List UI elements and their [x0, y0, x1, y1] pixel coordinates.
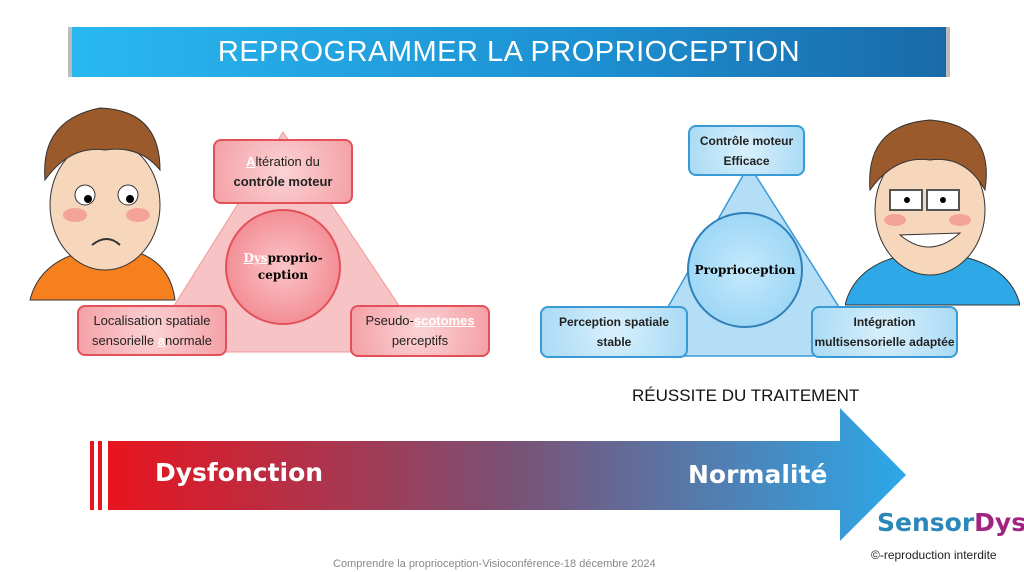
arrow-right-label: Normalité: [688, 460, 828, 489]
footer: Comprendre la proprioception-Visioconfér…: [333, 558, 656, 570]
title-banner: REPROGRAMMER LA PROPRIOCEPTION: [72, 27, 946, 77]
arrow-left-label: Dysfonction: [155, 458, 324, 487]
center-label: Proprioception: [694, 262, 796, 277]
logo-part2: Dys: [974, 508, 1024, 537]
logo-part1: Sensor: [877, 508, 975, 537]
box-line1: Contrôle moteur: [699, 133, 794, 148]
box-line2: stable: [596, 335, 632, 349]
dysproprioception-circle: Dysproprio-ception: [225, 209, 341, 325]
hl-letter: A: [246, 153, 256, 169]
page-title: REPROGRAMMER LA PROPRIOCEPTION: [217, 35, 801, 68]
center-line2: ception: [257, 268, 309, 282]
box-alteration-controle: Altération du contrôle moteur: [213, 139, 353, 204]
sensordys-logo: SensorDys: [877, 508, 1024, 537]
box-perception-stable: Perception spatiale stable: [540, 306, 688, 358]
happy-boy-illustration: [845, 119, 1020, 306]
box-line1: ltération du: [255, 153, 320, 169]
center-line1: proprio-: [267, 251, 323, 265]
hl-letter: a: [157, 332, 166, 348]
box-pseudo-scotomes: Pseudo-scotomes perceptifs: [350, 305, 490, 357]
dys-highlight: Dys: [243, 251, 268, 265]
sad-boy-illustration: [29, 107, 176, 301]
box-line2-post: normale: [165, 332, 212, 348]
box-integration: Intégration multisensorielle adaptée: [811, 306, 958, 358]
box-line1: Perception spatiale: [558, 315, 670, 329]
box-line2: Efficace: [723, 153, 770, 168]
copyright: ©-reproduction interdite: [871, 548, 997, 562]
box-line2: contrôle moteur: [233, 173, 333, 189]
hl-word: scotomes: [413, 313, 475, 328]
box-line1: Intégration: [853, 315, 916, 329]
box-line1-pre: Pseudo-: [365, 313, 414, 328]
box-localisation: Localisation spatiale sensorielle anorma…: [77, 305, 227, 356]
box-line2: perceptifs: [391, 333, 449, 348]
box-line2: multisensorielle adaptée: [814, 335, 955, 349]
success-label: RÉUSSITE DU TRAITEMENT: [632, 386, 860, 405]
box-line1: Localisation spatiale: [93, 312, 211, 328]
box-line2-pre: sensorielle: [92, 332, 158, 348]
proprioception-circle: Proprioception: [687, 212, 803, 328]
